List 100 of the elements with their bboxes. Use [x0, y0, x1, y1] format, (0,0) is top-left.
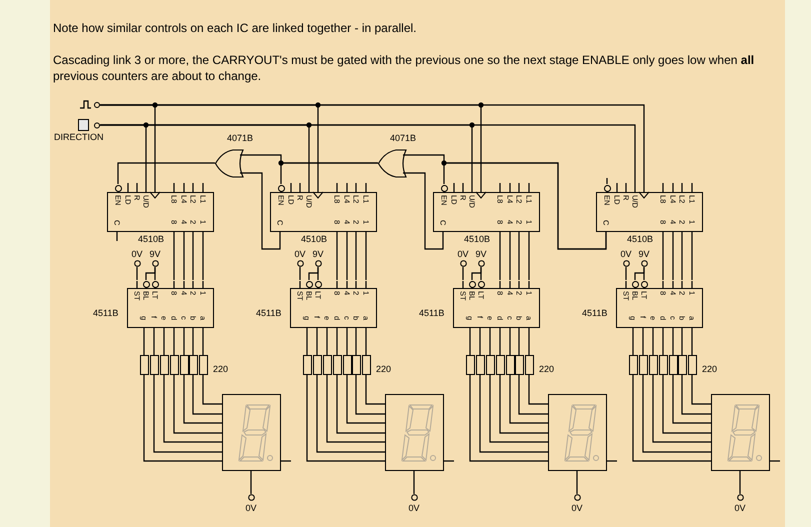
wire: [143, 375, 222, 462]
chip-label: 4511B: [419, 308, 444, 318]
wire: [469, 375, 548, 462]
wire: [479, 328, 481, 355]
wire: [153, 375, 222, 453]
note-text: Note how similar controls on each IC are linked together - in parallel.: [53, 20, 418, 36]
wire: [413, 471, 415, 494]
wire: [672, 375, 711, 424]
wire: [642, 328, 644, 355]
resistor: [514, 355, 524, 375]
resistor: [638, 355, 648, 375]
resistor: [678, 355, 686, 375]
resistor: [658, 355, 668, 375]
resistor: [524, 355, 534, 375]
voltage-label: 0V: [619, 249, 632, 259]
resistor: [648, 355, 658, 375]
wire: [346, 328, 348, 355]
voltage-label: 0V: [293, 249, 306, 259]
wire: [499, 375, 548, 434]
wire: [672, 232, 674, 280]
wire: [240, 154, 378, 164]
wire: [183, 375, 222, 424]
wire: [672, 328, 674, 355]
wire: [202, 232, 204, 280]
wire: [652, 375, 711, 443]
chip-label: 4510B: [300, 234, 328, 244]
wire: [143, 328, 145, 355]
voltage-label: 9V: [474, 249, 488, 259]
resistor: [688, 355, 696, 375]
wire: [163, 375, 222, 443]
wire: [192, 375, 222, 415]
chip-label: 4511B: [93, 308, 118, 318]
wire: [499, 232, 501, 280]
wire: [100, 124, 636, 184]
resistor: [506, 355, 514, 375]
wire: [634, 267, 645, 280]
voltage-label: 0V: [570, 503, 584, 513]
wire: [681, 328, 683, 355]
wire: [308, 267, 319, 280]
resistor: [352, 355, 360, 375]
wire: [163, 328, 165, 355]
wire: [518, 375, 548, 415]
chip-label: 4511B: [256, 308, 282, 318]
resistor: [140, 355, 148, 375]
wire: [306, 375, 385, 462]
wire: [652, 328, 654, 355]
wire: [528, 232, 530, 280]
wire: [509, 232, 511, 280]
wire: [100, 104, 645, 184]
resistor: [302, 355, 312, 375]
wire: [183, 232, 185, 280]
resistance-label: 220: [702, 364, 718, 374]
wire: [469, 328, 471, 355]
voltage-label: 0V: [456, 249, 470, 259]
wire: [173, 328, 175, 355]
chip-label: 4510B: [626, 234, 654, 244]
resistance-label: 220: [213, 364, 228, 374]
wire: [316, 328, 318, 355]
chip-label: 4071B: [227, 133, 254, 143]
note-text: Cascading link 3 or more, the CARRYOUT's must be gated with the previous one so the next stage ENABLE only goes low when all previous counters are about to change.: [53, 52, 756, 84]
resistor: [342, 355, 352, 375]
wire: [299, 267, 301, 280]
resistor: [496, 355, 504, 375]
resistance-label: 220: [539, 364, 554, 374]
wire: [173, 232, 175, 280]
wire: [365, 232, 367, 280]
wire: [479, 375, 548, 453]
wire: [509, 375, 548, 424]
voltage-label: 9V: [148, 249, 162, 259]
resistor: [198, 355, 208, 375]
wire: [681, 375, 711, 415]
wire: [471, 267, 482, 280]
wire: [691, 328, 693, 355]
wire: [192, 232, 194, 280]
resistor: [476, 355, 484, 375]
resistor: [332, 355, 342, 375]
wire: [365, 375, 385, 405]
resistor: [150, 355, 158, 375]
wire: [662, 232, 664, 280]
chip-label: 4071B: [390, 133, 416, 143]
wire: [136, 267, 138, 280]
wire: [462, 267, 464, 280]
wire: [250, 471, 252, 494]
wire: [192, 328, 194, 355]
wire: [202, 375, 222, 405]
resistor: [628, 355, 638, 375]
wire: [306, 328, 308, 355]
wire: [499, 328, 501, 355]
wire: [326, 328, 328, 355]
resistor: [466, 355, 474, 375]
wire: [336, 232, 338, 280]
wire: [625, 267, 627, 280]
wire: [739, 471, 741, 494]
wire: [355, 375, 385, 415]
voltage-label: 0V: [733, 503, 746, 513]
wire: [576, 471, 578, 494]
chip-label: 4511B: [582, 308, 608, 318]
wire: [662, 375, 711, 434]
resistor: [188, 355, 198, 375]
wire: [509, 328, 511, 355]
